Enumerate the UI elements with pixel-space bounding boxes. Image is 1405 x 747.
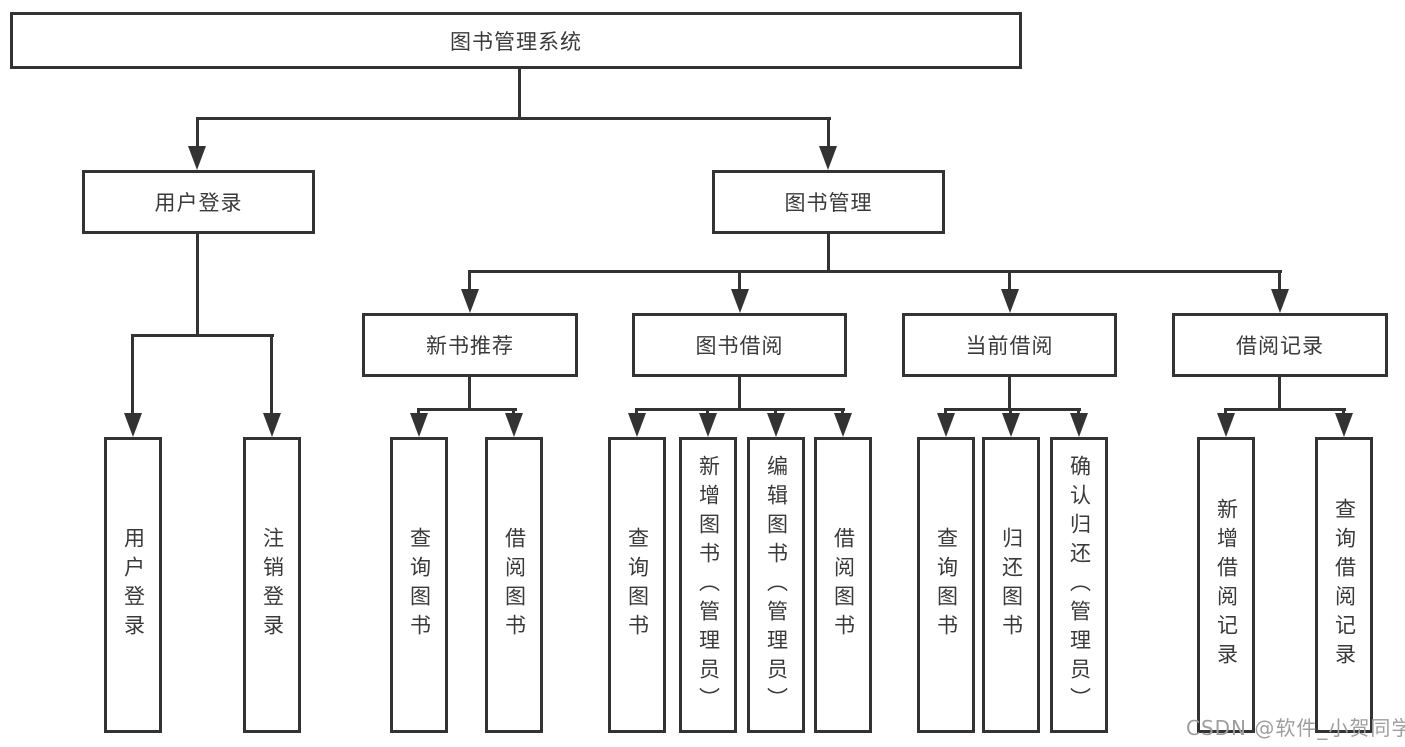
arrowhead-down — [410, 413, 428, 437]
leaf-add-borrow-record: 新增借阅记录 — [1197, 437, 1255, 733]
node-label: 用户登录 — [154, 191, 243, 215]
connector-vline — [1278, 270, 1281, 291]
arrowhead-down — [699, 413, 717, 437]
node-label: 用户登录 — [121, 527, 146, 643]
node-root: 图书管理系统 — [10, 12, 1022, 69]
node-user-login-group: 用户登录 — [82, 170, 315, 234]
connector-vline — [635, 408, 638, 416]
arrowhead-down — [188, 146, 206, 170]
node-label: 编辑图书（管理员） — [764, 454, 789, 716]
connector-vline — [131, 334, 134, 415]
leaf-edit-book-admin: 编辑图书（管理员） — [747, 437, 805, 733]
arrowhead-down — [263, 413, 281, 437]
arrowhead-down — [505, 413, 523, 437]
leaf-add-book-admin: 新增图书（管理员） — [679, 437, 737, 733]
connector-vline — [738, 377, 741, 411]
leaf-query-borrow-record: 查询借阅记录 — [1315, 437, 1373, 733]
connector-vline — [841, 408, 844, 416]
connector-vline — [1077, 408, 1080, 416]
node-label: 借阅图书 — [831, 527, 856, 643]
connector-vline — [512, 408, 515, 416]
connector-vline — [738, 270, 741, 291]
connector-hline — [131, 334, 274, 337]
node-current-borrowing: 当前借阅 — [902, 313, 1117, 377]
connector-vline — [1009, 408, 1012, 416]
connector-vline — [196, 117, 199, 148]
leaf-borrow-books-borrowing: 借阅图书 — [814, 437, 872, 733]
node-borrowing-records: 借阅记录 — [1172, 313, 1388, 377]
node-label: 图书管理系统 — [450, 29, 582, 54]
connector-hline — [1224, 408, 1346, 411]
arrowhead-down — [731, 289, 749, 313]
arrowhead-down — [124, 413, 142, 437]
node-label: 图书管理 — [784, 191, 873, 215]
arrowhead-down — [1335, 413, 1353, 437]
connector-vline — [1224, 408, 1227, 416]
connector-hline — [468, 270, 1282, 273]
node-label: 新书推荐 — [426, 334, 514, 358]
arrowhead-down — [1070, 413, 1088, 437]
leaf-confirm-return-admin: 确认归还（管理员） — [1050, 437, 1108, 733]
connector-vline — [944, 408, 947, 416]
node-label: 归还图书 — [999, 527, 1024, 643]
watermark: CSDN @软件_小贺同学 — [1186, 716, 1405, 740]
connector-vline — [196, 234, 199, 337]
arrowhead-down — [1271, 289, 1289, 313]
connector-hline — [635, 408, 845, 411]
connector-vline — [827, 234, 830, 273]
leaf-logout: 注销登录 — [243, 437, 301, 733]
connector-vline — [1278, 377, 1281, 411]
arrowhead-down — [767, 413, 785, 437]
arrowhead-down — [1002, 413, 1020, 437]
connector-vline — [468, 270, 471, 291]
arrowhead-down — [461, 289, 479, 313]
node-label: 查询图书 — [625, 527, 650, 643]
arrowhead-down — [937, 413, 955, 437]
node-book-borrowing: 图书借阅 — [632, 313, 847, 377]
connector-hline — [944, 408, 1081, 411]
node-book-management: 图书管理 — [712, 170, 945, 234]
leaf-borrow-books-recommend: 借阅图书 — [485, 437, 543, 733]
leaf-user-login: 用户登录 — [104, 437, 162, 733]
arrowhead-down — [1001, 289, 1019, 313]
connector-vline — [1342, 408, 1345, 416]
connector-vline — [1008, 270, 1011, 291]
leaf-query-books-current: 查询图书 — [917, 437, 975, 733]
arrowhead-down — [1217, 413, 1235, 437]
node-label: 新增借阅记录 — [1214, 498, 1239, 672]
leaf-query-books-borrowing: 查询图书 — [608, 437, 666, 733]
connector-vline — [706, 408, 709, 416]
node-label: 图书借阅 — [695, 334, 784, 358]
connector-vline — [468, 377, 471, 411]
node-label: 查询图书 — [934, 527, 959, 643]
connector-vline — [827, 117, 830, 148]
arrowhead-down — [834, 413, 852, 437]
node-label: 当前借阅 — [965, 334, 1054, 358]
node-label: 查询图书 — [407, 527, 432, 643]
connector-vline — [270, 334, 273, 415]
connector-vline — [774, 408, 777, 416]
connector-hline — [196, 117, 831, 120]
node-label: 确认归还（管理员） — [1067, 454, 1092, 716]
node-label: 借阅图书 — [502, 527, 527, 643]
node-label: 新增图书（管理员） — [696, 454, 721, 716]
connector-vline — [518, 69, 521, 120]
leaf-query-books-recommend: 查询图书 — [390, 437, 448, 733]
node-label: 借阅记录 — [1236, 334, 1324, 358]
connector-vline — [417, 408, 420, 416]
arrowhead-down — [628, 413, 646, 437]
leaf-return-books: 归还图书 — [982, 437, 1040, 733]
node-new-book-recommendation: 新书推荐 — [362, 313, 578, 377]
connector-vline — [1008, 377, 1011, 411]
arrowhead-down — [819, 146, 837, 170]
connector-hline — [417, 408, 517, 411]
node-label: 注销登录 — [260, 527, 285, 643]
node-label: 查询借阅记录 — [1332, 498, 1357, 672]
